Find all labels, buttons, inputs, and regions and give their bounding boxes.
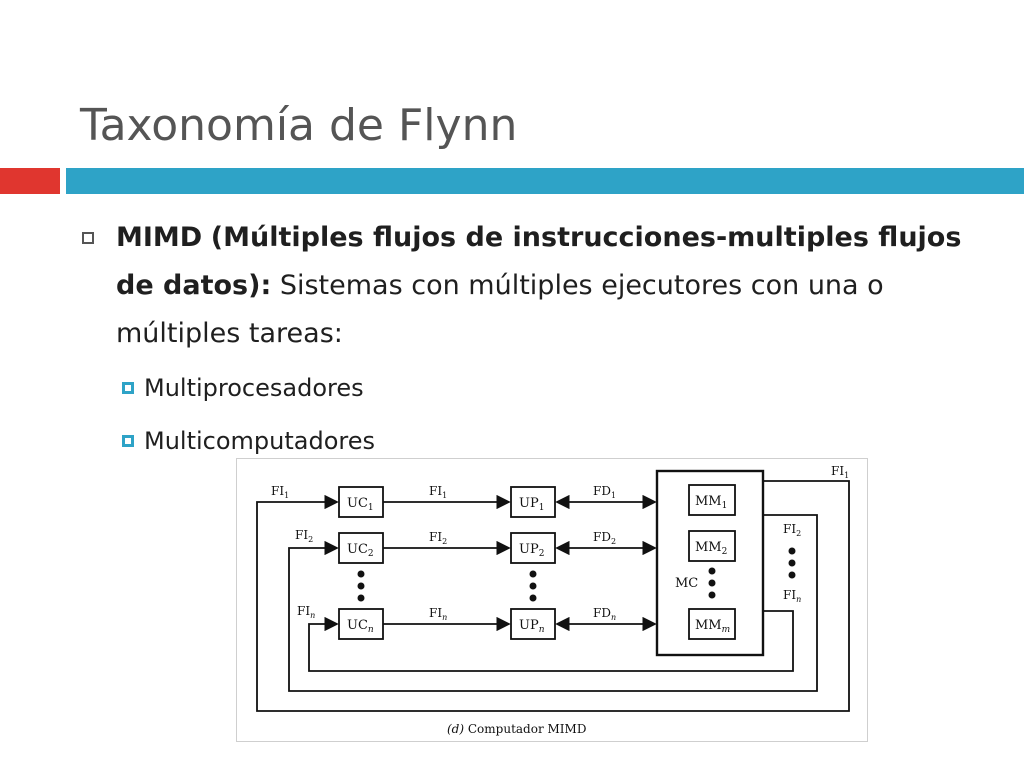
fi-n-output-label: FIn (783, 588, 801, 604)
mm-m-label: MMm (695, 618, 730, 635)
bullet-mimd-text: MIMD (Múltiples flujos de instrucciones-… (116, 214, 962, 358)
bullet-term: MIMD (116, 222, 203, 253)
fd-n-label: FDn (593, 606, 616, 622)
memory-container (655, 469, 765, 657)
square-bullet-icon (122, 382, 134, 394)
mimd-diagram-svg: UC1 UC2 UCn UP1 UP2 UPn MM1 MM2 MMm MC F… (256, 464, 850, 736)
fd-1-label: FD1 (593, 484, 616, 500)
mm-1-label: MM1 (695, 494, 727, 511)
subitem-label: Multicomputadores (144, 427, 376, 455)
up-n-box (510, 608, 556, 640)
fi-n-input-label: FIn (297, 604, 315, 620)
slide-title: Taxonomía de Flynn (80, 100, 518, 151)
up-2-box (510, 532, 556, 564)
uc-n-label: UCn (347, 618, 374, 635)
up-1-label: UP1 (519, 496, 544, 513)
figure-caption: (d) Computador MIMD (447, 722, 586, 736)
uc-2-label: UC2 (347, 542, 374, 559)
fi-2-output-label: FI2 (783, 522, 801, 538)
mm-m-box (688, 608, 736, 640)
up-1-box (510, 486, 556, 518)
title-bar-red (0, 168, 60, 194)
uc-1-label: UC1 (347, 496, 374, 513)
fi-2-label: FI2 (429, 530, 447, 546)
fi-1-output-label: FI1 (831, 464, 849, 480)
mimd-diagram: UC1 UC2 UCn UP1 UP2 UPn MM1 MM2 MMm MC F… (236, 458, 868, 742)
bullet-mimd: MIMD (Múltiples flujos de instrucciones-… (82, 214, 962, 358)
fi-n-label: FIn (429, 606, 447, 622)
fi-1-label: FI1 (429, 484, 447, 500)
bullet-expansion: (Múltiples flujos de instrucciones-multi… (116, 222, 962, 301)
title-bar-blue (66, 168, 1024, 194)
fd-2-label: FD2 (593, 530, 616, 546)
mm-2-label: MM2 (695, 540, 727, 557)
up-2-label: UP2 (519, 542, 544, 559)
fi-2-input-label: FI2 (295, 528, 313, 544)
mm-2-box (688, 530, 736, 562)
hollow-square-bullet-icon (82, 232, 94, 244)
mm-1-box (688, 484, 736, 516)
square-bullet-icon (122, 435, 134, 447)
subitem-label: Multiprocesadores (144, 374, 364, 402)
fi-1-input-label: FI1 (271, 484, 289, 500)
subitem-multicomputadores: Multicomputadores (122, 427, 375, 455)
bullet-description: Sistemas con múltiples ejecutores con un… (116, 270, 884, 349)
subitem-multiprocesadores: Multiprocesadores (122, 374, 364, 402)
up-n-label: UPn (519, 618, 545, 635)
mc-label: MC (675, 576, 698, 591)
bullet-colon: : (260, 270, 272, 301)
